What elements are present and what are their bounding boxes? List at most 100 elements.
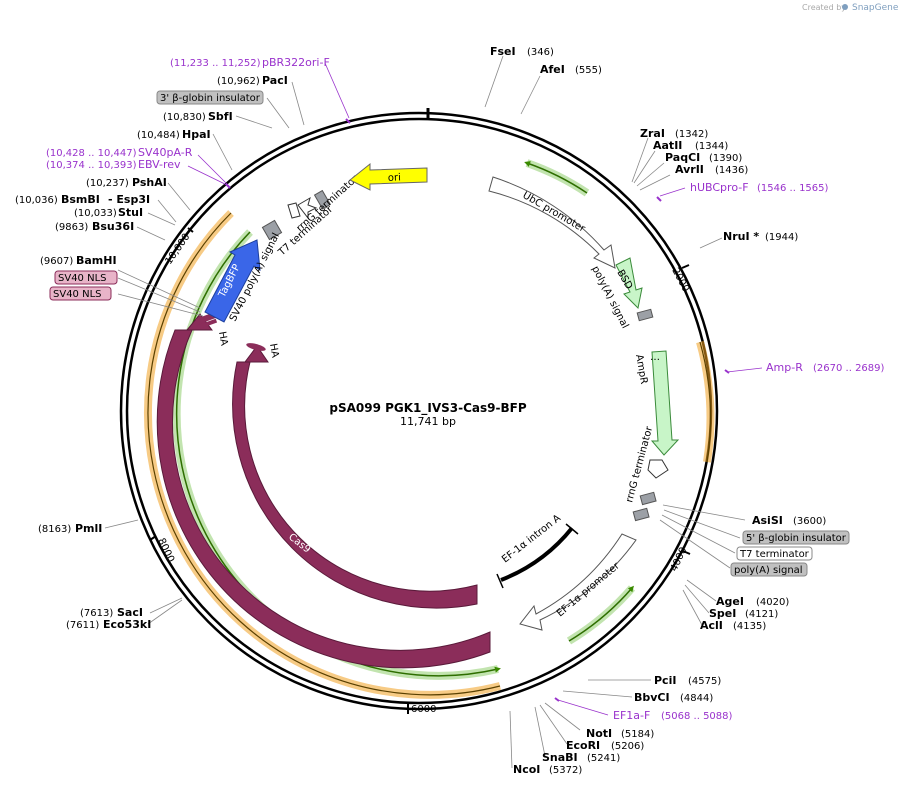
ori-arrow — [349, 162, 428, 191]
enzyme-bsmbi-pos: (10,036) — [15, 195, 58, 206]
primer-ef1a-f[interactable]: EF1a-F — [613, 709, 650, 722]
enzyme-agei[interactable]: AgeI — [716, 595, 744, 608]
t7-terminator-mark — [287, 202, 301, 219]
orange-arc-left — [143, 210, 501, 699]
gray-box-right-1 — [639, 491, 657, 506]
enzyme-spei[interactable]: SpeI — [709, 607, 736, 620]
enzyme-pmli[interactable]: PmlI — [75, 522, 102, 535]
enzyme-agei-pos: (4020) — [756, 597, 789, 608]
enzyme-sbfi[interactable]: SbfI — [208, 110, 233, 123]
enzyme-bamhi[interactable]: BamHI — [76, 254, 117, 267]
enzyme-nrui-pos: (1944) — [765, 232, 798, 243]
enzyme-esp3i[interactable]: - Esp3I — [108, 193, 150, 206]
tick-2000-mark — [681, 264, 690, 269]
sv40-nls-label-2: SV40 NLS — [53, 289, 102, 300]
enzyme-pshai[interactable]: PshAI — [132, 176, 167, 189]
primer-pbr322ori-f[interactable]: pBR322ori-F — [262, 56, 330, 69]
enzyme-ecori[interactable]: EcoRI — [566, 739, 600, 752]
enzyme-eco53ki[interactable]: Eco53kI — [103, 618, 151, 631]
sv40-nls-label-1: SV40 NLS — [58, 273, 107, 284]
ampr-label: AmpR — [633, 354, 649, 385]
tick-8000-mark — [149, 535, 157, 541]
enzyme-paci[interactable]: PacI — [262, 74, 288, 87]
green-arc-top-line — [524, 161, 588, 194]
snapgene-brand: SnapGene — [852, 3, 899, 13]
enzyme-afei[interactable]: AfeI — [540, 63, 565, 76]
enzyme-bsu36i[interactable]: Bsu36I — [92, 220, 134, 233]
enzyme-aatii[interactable]: AatII — [653, 139, 682, 152]
polya-box-label: poly(A) signal — [734, 565, 803, 576]
globin-3-box[interactable] — [156, 90, 264, 105]
ori-label: ori — [388, 172, 402, 184]
sv40-polya-box — [261, 219, 283, 241]
tick-10000-mark — [187, 227, 194, 233]
enzyme-bsu36i-pos: (9863) — [55, 222, 88, 233]
enzyme-pcii[interactable]: PciI — [654, 674, 676, 687]
ef1a-intron-end-2 — [565, 523, 579, 535]
polya-box[interactable] — [730, 562, 808, 577]
globin-5-box[interactable] — [742, 530, 850, 545]
enzyme-ecori-pos: (5206) — [611, 741, 644, 752]
ha-label-2: HA — [267, 343, 280, 359]
enzyme-acli[interactable]: AclI — [700, 619, 723, 632]
enzyme-asisi[interactable]: AsiSI — [752, 514, 783, 527]
sv40-nls-box-2[interactable] — [49, 286, 112, 301]
bsd-arrow — [615, 257, 643, 310]
enzyme-hpai[interactable]: HpaI — [182, 128, 211, 141]
enzyme-afei-pos: (555) — [575, 65, 602, 76]
enzyme-stui[interactable]: StuI — [118, 206, 143, 219]
t7-terminator-box[interactable] — [736, 546, 813, 561]
tick-4000-mark — [682, 550, 691, 555]
polya-right-box — [636, 308, 654, 322]
enzyme-snabi[interactable]: SnaBI — [542, 751, 578, 764]
cas9-outer-arc — [156, 313, 491, 669]
backbone-outer-circle — [119, 111, 719, 711]
enzyme-nrui[interactable]: NruI * — [723, 230, 759, 243]
enzyme-pshai-pos: (10,237) — [86, 178, 129, 189]
primer-hubcpro-f[interactable]: hUBCpro-F — [690, 181, 749, 194]
primer-ebv-rev-range: (10,374 .. 10,393) — [46, 160, 137, 171]
enzyme-sbfi-pos: (10,830) — [163, 112, 206, 123]
enzyme-bsmbi[interactable]: BsmBI — [61, 193, 100, 206]
green-arc-left-line — [175, 231, 501, 677]
enzyme-saci-pos: (7613) — [80, 608, 113, 619]
primer-amp-r[interactable]: Amp-R — [766, 361, 803, 374]
enzyme-saci[interactable]: SacI — [117, 606, 143, 619]
ampr-arrow — [650, 350, 680, 456]
ef1a-intron-label: EF-1α intron A — [500, 513, 563, 566]
enzyme-ncoi[interactable]: NcoI — [513, 763, 540, 776]
primer-ef1a-f-range: (5068 .. 5088) — [661, 711, 733, 722]
enzyme-asisi-pos: (3600) — [793, 516, 826, 527]
primer-leader-lines — [187, 62, 763, 716]
primer-hubcpro-f-range: (1546 .. 1565) — [757, 183, 829, 194]
ef1a-promoter-arrow — [519, 533, 637, 631]
primer-sv40pa-r[interactable]: SV40pA-R — [138, 146, 193, 159]
enzyme-fsei[interactable]: FseI — [490, 45, 516, 58]
primer-pbr322ori-f-range: (11,233 .. 11,252) — [170, 58, 261, 69]
enzyme-snabi-pos: (5241) — [587, 753, 620, 764]
plasmid-size: 11,741 bp — [400, 415, 456, 428]
enzyme-bbvci-pos: (4844) — [680, 693, 713, 704]
cas9-outer-label: Cas9 — [245, 564, 271, 588]
enzyme-avrii[interactable]: AvrII — [675, 163, 704, 176]
enzyme-leader-lines — [104, 55, 746, 769]
ha-tag-inner — [246, 343, 266, 351]
enzyme-eco53ki-pos: (7611) — [66, 620, 99, 631]
plasmid-name: pSA099 PGK1_IVS3-Cas9-BFP — [329, 401, 526, 416]
enzyme-aatii-pos: (1344) — [695, 141, 728, 152]
enzyme-zrai[interactable]: ZraI — [640, 127, 665, 140]
enzyme-noti[interactable]: NotI — [586, 727, 612, 740]
enzyme-paci-pos: (10,962) — [217, 76, 260, 87]
enzyme-zrai-pos: (1342) — [675, 129, 708, 140]
ampr-ellipsis: … — [650, 352, 660, 363]
primer-ticks — [225, 118, 730, 702]
enzyme-bbvci[interactable]: BbvCI — [634, 691, 670, 704]
globin-3-label: 3' β-globin insulator — [160, 93, 261, 104]
enzyme-noti-pos: (5184) — [621, 729, 654, 740]
primer-ebv-rev[interactable]: EBV-rev — [138, 158, 181, 171]
enzyme-paqci[interactable]: PaqCI — [665, 151, 700, 164]
green-arc-bottom-line — [568, 585, 634, 642]
enzyme-pmli-pos: (8163) — [38, 524, 71, 535]
sv40-nls-box-1[interactable] — [54, 270, 118, 285]
ha-tag-outer-2 — [196, 318, 218, 330]
